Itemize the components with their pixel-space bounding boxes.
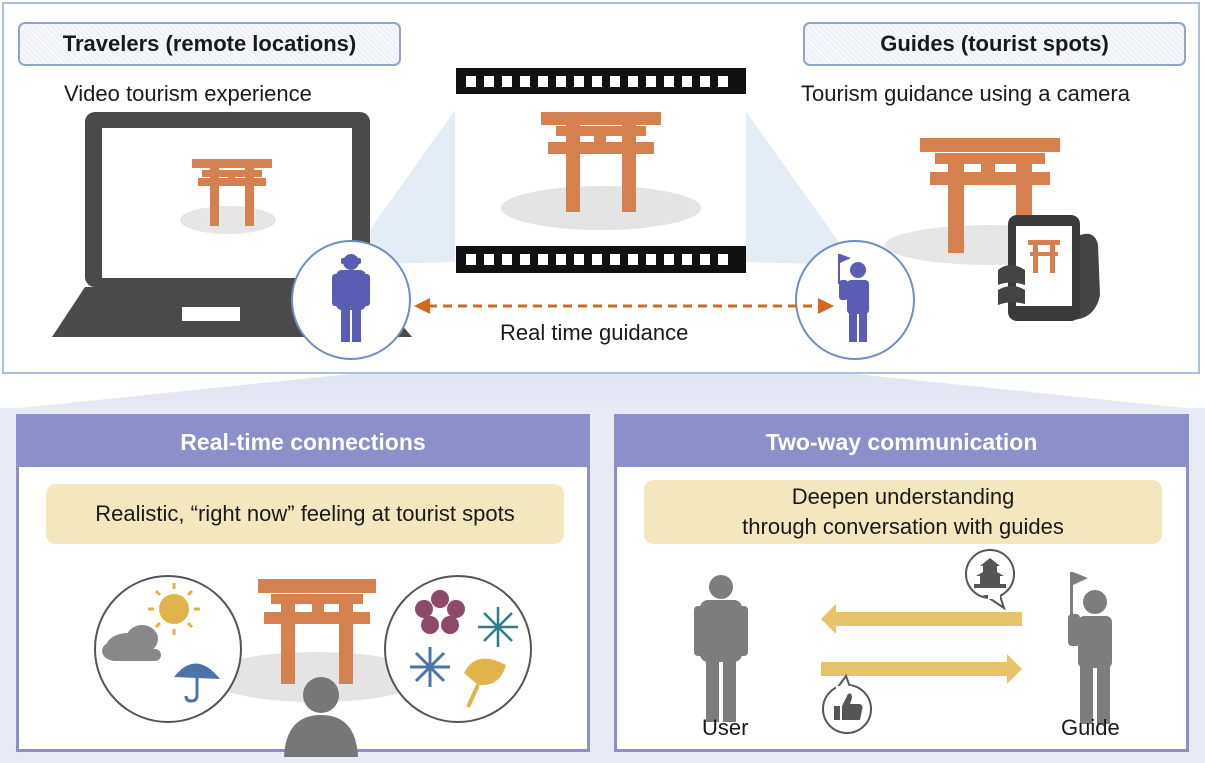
realtime-link-label: Real time guidance (500, 320, 689, 345)
twoway-panel: Two-way communication Deepen understandi… (614, 414, 1189, 752)
funnel-band (0, 374, 1205, 410)
laptop-icon (52, 112, 412, 337)
twoway-illustration (694, 549, 1112, 734)
guide-label: Guide (1061, 715, 1120, 740)
guide-avatar (795, 240, 915, 360)
realtime-panel: Real-time connections Realistic, “right … (16, 414, 590, 757)
guide-person-icon (1068, 572, 1112, 724)
like-speech-bubble (822, 673, 872, 734)
travelers-caption: Video tourism experience (64, 81, 312, 106)
tourist-spot-camera-icon (885, 138, 1100, 321)
firework-icon (478, 607, 518, 647)
user-backpack-icon (694, 575, 748, 722)
viewer-person-icon (284, 677, 358, 757)
guide-flag-icon (838, 254, 869, 342)
twoway-title: Two-way communication (617, 417, 1186, 467)
cherry-blossom-icon (415, 590, 465, 634)
user-label: User (702, 715, 749, 740)
snowflake-icon (410, 647, 450, 687)
traveler-backpack-icon (332, 254, 370, 342)
travelers-title: Travelers (remote locations) (18, 22, 401, 66)
realtime-illustration (94, 575, 532, 757)
umbrella-icon (174, 663, 220, 703)
realtime-note: Realistic, “right now” feeling at touris… (46, 484, 564, 544)
ginkgo-leaf-icon (464, 658, 506, 708)
thumbs-up-icon (834, 693, 863, 720)
torii-icon (258, 579, 376, 684)
guides-title: Guides (tourist spots) (803, 22, 1186, 66)
cloud-icon (102, 625, 161, 661)
traveler-avatar (291, 240, 411, 360)
castle-icon (974, 558, 1006, 588)
castle-speech-bubble (965, 549, 1015, 611)
twoway-note-line2: through conversation with guides (742, 514, 1064, 539)
exchange-arrows (821, 604, 1022, 684)
twoway-note-line1: Deepen understanding (791, 484, 1015, 509)
guides-caption: Tourism guidance using a camera (801, 81, 1130, 106)
realtime-link-arrow (414, 298, 834, 314)
sun-icon (148, 583, 200, 635)
realtime-title: Real-time connections (19, 417, 587, 467)
film-strip-icon (456, 68, 746, 273)
twoway-note: Deepen understanding through conversatio… (644, 480, 1162, 544)
